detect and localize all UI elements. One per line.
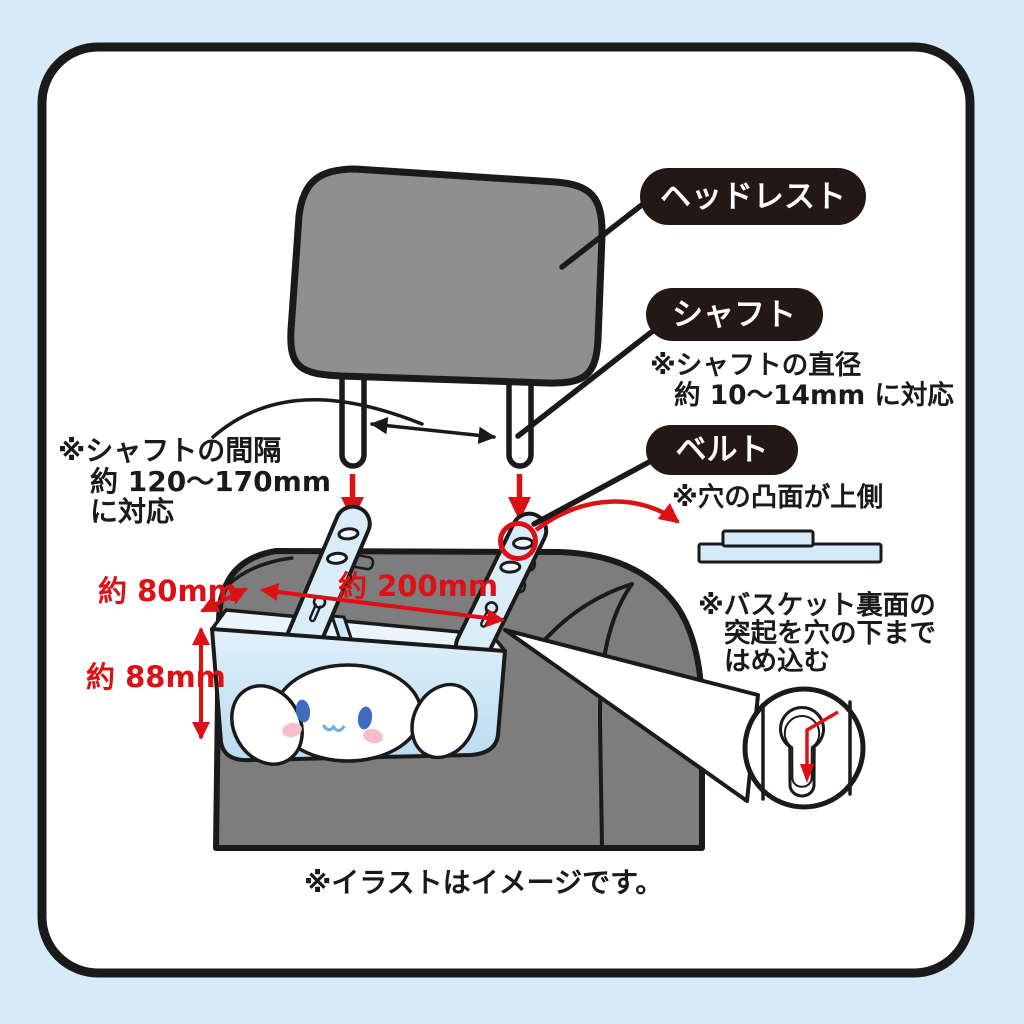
highlight-circle [498,521,538,561]
note-shaft-spacing-2: 約 120〜170mm [90,465,331,498]
character-eye-left [295,699,311,723]
basket-back-note: ※バスケット裏面の 突起を穴の下まで はめ込む [698,590,936,677]
depth-arrow [200,587,248,613]
headrest-shape [287,165,606,387]
highlight-pointer-arrow [534,499,680,532]
belt-hole [326,551,348,565]
height-label: 約 88mm [86,660,226,694]
note-shaft-spacing-1: ※シャフトの間隔 [58,434,281,467]
illustration-caption: ※イラストはイメージです。 [304,866,663,899]
character-cheek-left [282,722,302,738]
magnifier-insert-arrow [805,710,839,766]
headrest-callout-pill [640,168,866,225]
spacing-double-arrow [370,417,496,444]
belt-callout-pill [646,425,798,475]
note-basket-back-2: 突起を穴の下まで [724,618,936,649]
belt-callout-label: ベルト [676,432,769,468]
measurements: 約 80mm 約 200mm 約 88mm [86,569,505,740]
width-arrow [260,583,505,627]
character-mouth [322,724,346,733]
note-basket-back-3: はめ込む [724,646,830,677]
headrest-callout-label: ヘッドレスト [660,179,846,215]
belt-cross-section-bump [721,529,815,548]
keyhole-magnifier [503,628,866,810]
width-label: 約 200mm [338,569,498,603]
note-shaft-spacing-3: に対応 [90,495,174,528]
down-arrow-right-head [508,497,531,521]
note-belt-hole: ※穴の凸面が上側 [672,482,883,513]
cinnamoroll-character [230,663,478,766]
magnified-keyhole-outer [779,706,825,798]
spacing-curve [211,398,424,439]
shaft-callout-pill [646,288,823,341]
shaft-spacing-annotation: ※シャフトの間隔 約 120〜170mm に対応 [58,398,496,528]
depth-label: 約 80mm [98,574,238,608]
magnified-keyhole-inner [783,715,821,788]
belt-leader-line [531,457,656,527]
headrest-leader-line [559,194,655,270]
shaft-callout-label: シャフト [672,297,796,333]
belt-hole [499,560,522,574]
belt-hole-highlight [498,499,883,564]
shaft-leader-line [515,327,657,439]
seat-crease-left [226,556,294,587]
character-ear-right [410,682,478,760]
note-shaft-diameter-2: 約 10〜14mm に対応 [674,380,954,411]
belt-hole [337,527,360,541]
note-shaft-diameter-1: ※シャフトの直径 [650,350,862,381]
character-ear-left [230,684,304,766]
magnifier-insert-arrow-head [800,764,814,783]
note-basket-back-1: ※バスケット裏面の [698,590,936,621]
character-eye-right [357,706,373,730]
belt-hole [512,536,535,550]
seat-crease-right [597,582,634,850]
character-cheek-right [363,728,383,744]
callout-labels: ヘッドレスト シャフト ※シャフトの直径 約 10〜14mm に対応 ベルト ※… [515,168,954,527]
